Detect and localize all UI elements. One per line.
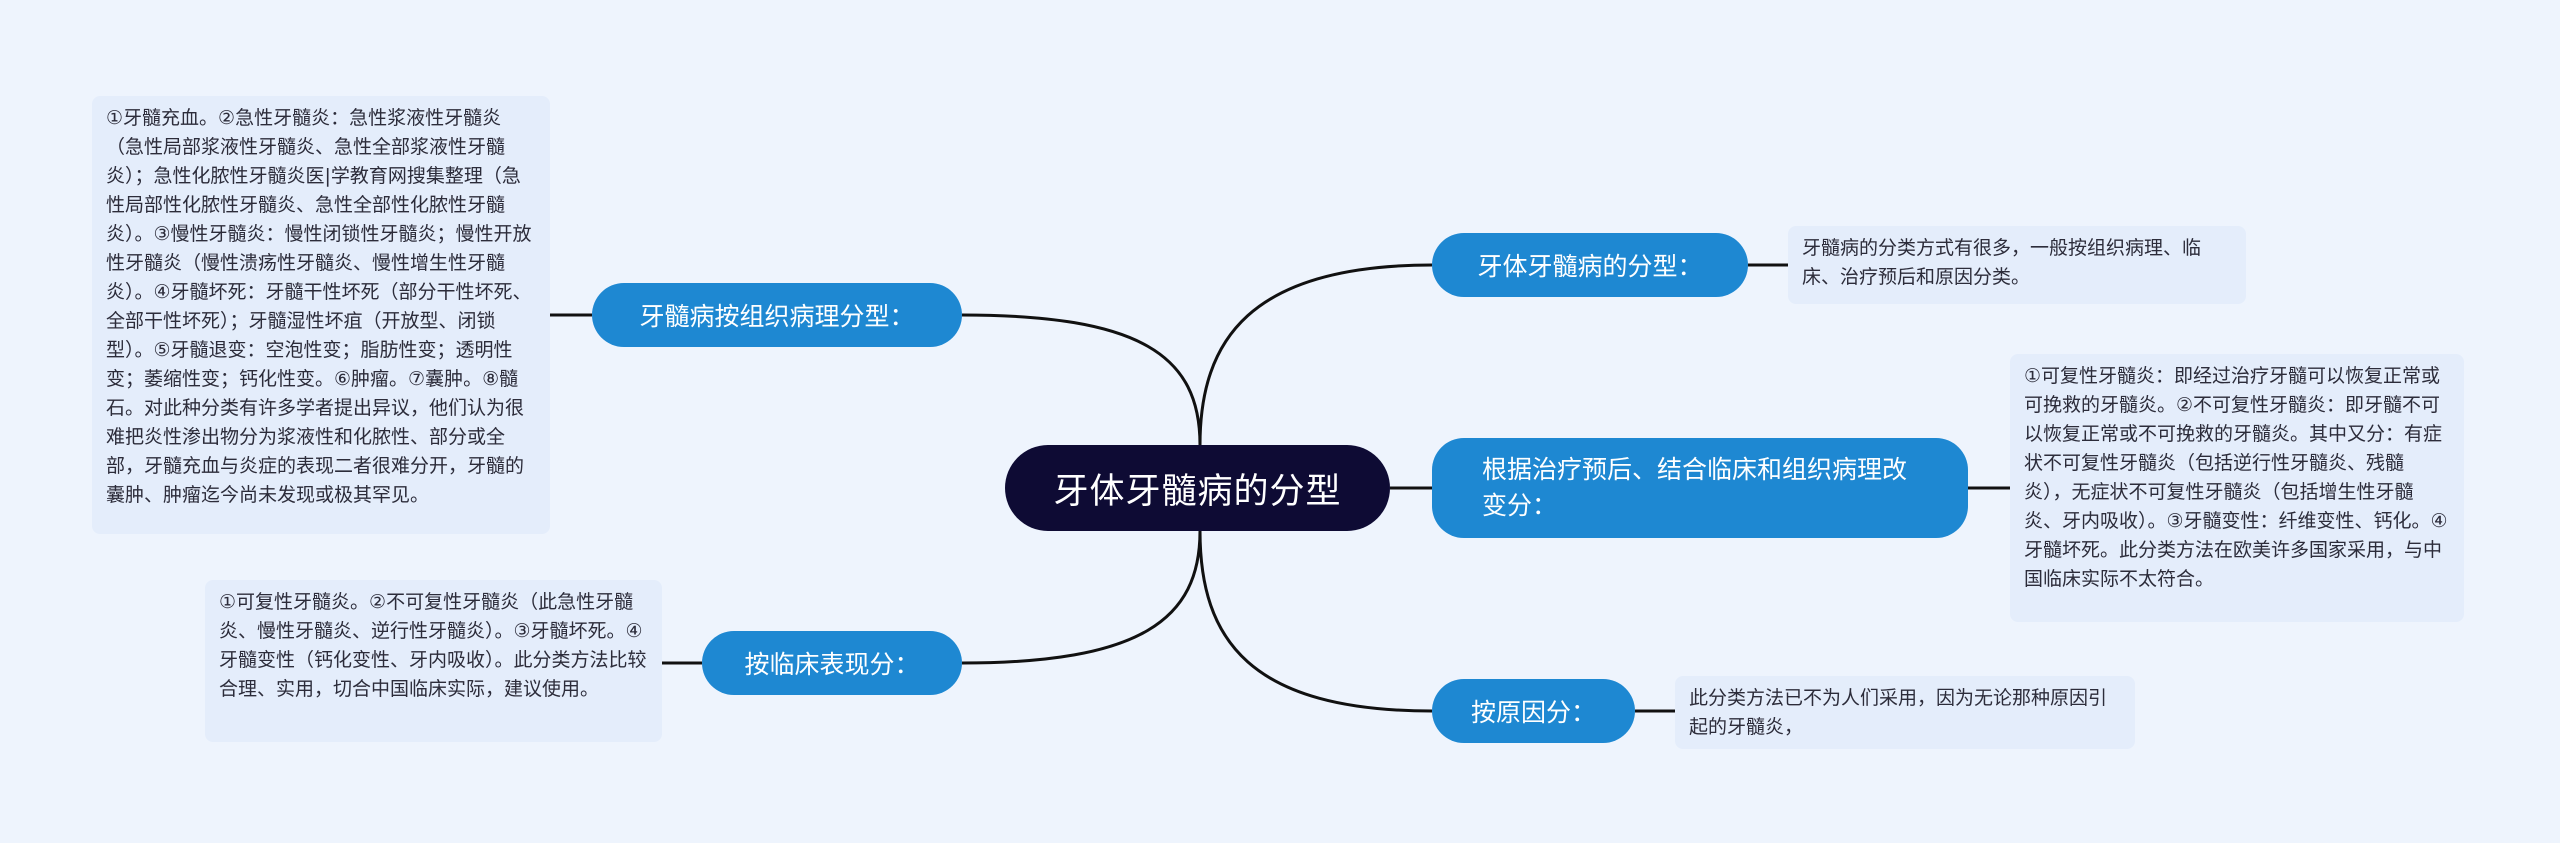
- note-prognosis-clinical-pathology: ①可复性牙髓炎：即经过治疗牙髓可以恢复正常或可挽救的牙髓炎。②不可复性牙髓炎：即…: [2010, 354, 2464, 622]
- note-classification: 牙髓病的分类方式有很多，一般按组织病理、临床、治疗预后和原因分类。: [1788, 226, 2246, 304]
- link-center-right3: [1198, 530, 1433, 713]
- link-center-left1: [961, 313, 1202, 446]
- link-center-left2: [961, 530, 1202, 665]
- topic-classification[interactable]: 牙体牙髓病的分型：: [1432, 233, 1748, 297]
- central-topic[interactable]: 牙体牙髓病的分型: [1005, 445, 1390, 531]
- topic-by-cause[interactable]: 按原因分：: [1432, 679, 1635, 743]
- note-by-cause: 此分类方法已不为人们采用，因为无论那种原因引起的牙髓炎，: [1675, 676, 2135, 749]
- topic-histopathology[interactable]: 牙髓病按组织病理分型：: [592, 283, 962, 347]
- topic-prognosis-clinical-pathology[interactable]: 根据治疗预后、结合临床和组织病理改变分：: [1432, 438, 1968, 538]
- note-histopathology: ①牙髓充血。②急性牙髓炎：急性浆液性牙髓炎（急性局部浆液性牙髓炎、急性全部浆液性…: [92, 96, 550, 534]
- note-clinical-manifestation: ①可复性牙髓炎。②不可复性牙髓炎（此急性牙髓炎、慢性牙髓炎、逆行性牙髓炎）。③牙…: [205, 580, 662, 742]
- link-center-right1: [1198, 263, 1433, 446]
- topic-clinical-manifestation[interactable]: 按临床表现分：: [702, 631, 962, 695]
